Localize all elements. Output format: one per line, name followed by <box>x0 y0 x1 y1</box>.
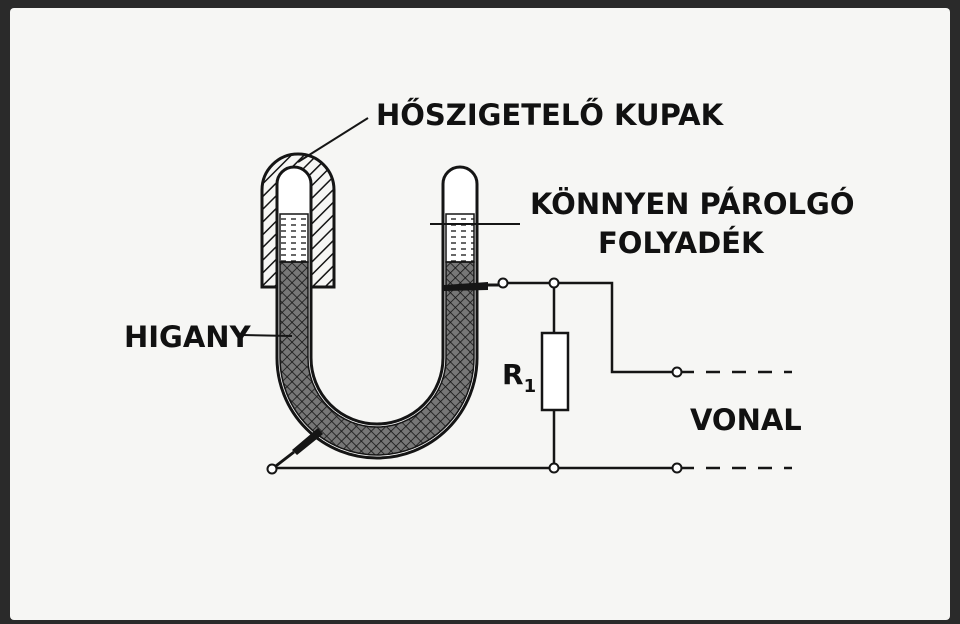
circuit-terminals <box>266 277 683 475</box>
electrode-bottom <box>292 428 323 455</box>
line-label: VONAL <box>690 403 802 437</box>
cap-leader <box>297 117 369 163</box>
terminal-electrode-right <box>497 277 509 289</box>
leader-lines <box>241 117 520 337</box>
resistor-subscript: 1 <box>524 376 537 397</box>
liquid-label-line1: KÖNNYEN PÁROLGÓ <box>530 187 855 221</box>
volatile-liquid-right <box>445 213 475 263</box>
u-tube-outer <box>275 165 479 460</box>
junction-top <box>548 277 560 289</box>
mercury-leader <box>241 334 293 337</box>
line-terminal-top <box>671 366 683 378</box>
volatile-liquid-left <box>279 213 309 263</box>
mercury-label: HIGANY <box>124 320 252 354</box>
resistor-label: R1 <box>502 358 536 397</box>
resistor-r1 <box>540 331 570 412</box>
line-terminal-bottom <box>671 462 683 474</box>
junction-bottom <box>548 462 560 474</box>
liquid-label-line2: FOLYADÉK <box>598 226 765 260</box>
cap-label: HŐSZIGETELŐ KUPAK <box>376 98 725 132</box>
terminal-electrode-bottom <box>266 463 278 475</box>
electrode-right <box>444 282 488 291</box>
resistor-letter: R <box>502 358 524 391</box>
